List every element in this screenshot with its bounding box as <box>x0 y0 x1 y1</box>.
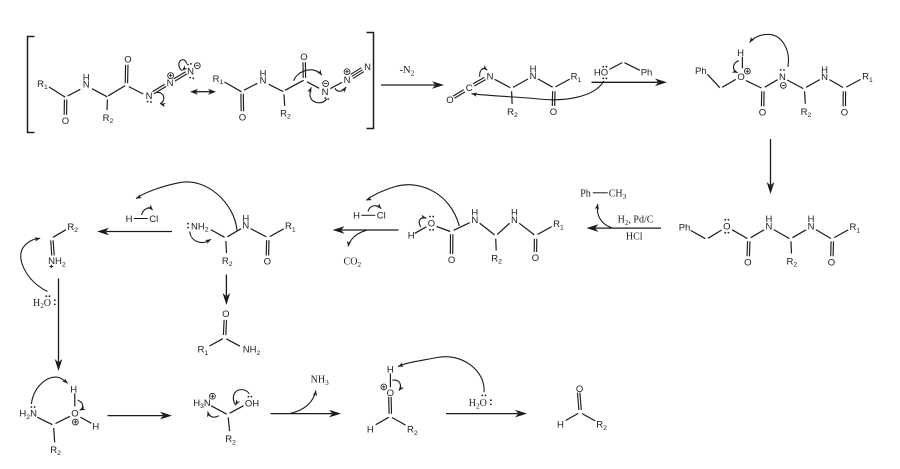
svg-text:Cl: Cl <box>149 214 158 225</box>
svg-text:N: N <box>146 91 153 102</box>
svg-text:O: O <box>387 388 394 399</box>
svg-text:H: H <box>808 214 815 225</box>
svg-text:N: N <box>187 66 194 77</box>
svg-text:O: O <box>550 107 557 118</box>
svg-text:H: H <box>511 208 518 219</box>
svg-text:H: H <box>408 231 415 242</box>
svg-text:Ph: Ph <box>679 222 691 233</box>
svg-text:Ph: Ph <box>695 66 707 77</box>
svg-text:O: O <box>723 222 730 233</box>
svg-text:H2, Pd/C: H2, Pd/C <box>618 215 654 227</box>
svg-text:N: N <box>322 87 329 98</box>
svg-text:O: O <box>124 54 131 65</box>
svg-text:N: N <box>167 78 174 89</box>
svg-text:O: O <box>222 309 229 320</box>
svg-text:Ph: Ph <box>641 68 653 79</box>
svg-text:O: O <box>532 253 539 264</box>
svg-text:H: H <box>92 421 99 432</box>
svg-text:O: O <box>446 95 453 106</box>
svg-text:O: O <box>841 108 848 119</box>
svg-text:HCl: HCl <box>626 232 643 243</box>
svg-text:O: O <box>744 257 751 268</box>
svg-text:H: H <box>367 424 374 435</box>
svg-text:O: O <box>300 52 307 63</box>
svg-text:HO: HO <box>594 68 608 79</box>
svg-text:H: H <box>821 65 828 76</box>
svg-text:N: N <box>487 72 494 83</box>
svg-text:H: H <box>353 211 360 222</box>
svg-text:H: H <box>765 214 772 225</box>
svg-text:Ph: Ph <box>580 188 591 199</box>
svg-text:O: O <box>428 218 435 229</box>
svg-text:H: H <box>260 68 267 79</box>
svg-text:H: H <box>70 385 77 396</box>
svg-text:H: H <box>471 208 478 219</box>
svg-text:O: O <box>62 116 69 127</box>
svg-text:O: O <box>239 112 246 123</box>
svg-text:H: H <box>83 72 90 83</box>
svg-text:N: N <box>344 75 351 86</box>
svg-text:H: H <box>242 213 249 224</box>
svg-text:H: H <box>126 214 133 225</box>
svg-text:O: O <box>828 257 835 268</box>
svg-text:O: O <box>448 255 455 266</box>
svg-text:O: O <box>264 256 271 267</box>
svg-text:O: O <box>759 108 766 119</box>
svg-text:Cl: Cl <box>377 211 386 222</box>
svg-text:N: N <box>364 62 371 73</box>
svg-text:O: O <box>71 408 78 419</box>
svg-text:C: C <box>466 83 473 94</box>
svg-text:H: H <box>557 419 564 430</box>
svg-text:O: O <box>737 72 744 83</box>
svg-text:H: H <box>737 48 744 59</box>
svg-text:H: H <box>530 64 537 75</box>
svg-text:N: N <box>779 72 786 83</box>
svg-text:OH: OH <box>245 399 259 410</box>
